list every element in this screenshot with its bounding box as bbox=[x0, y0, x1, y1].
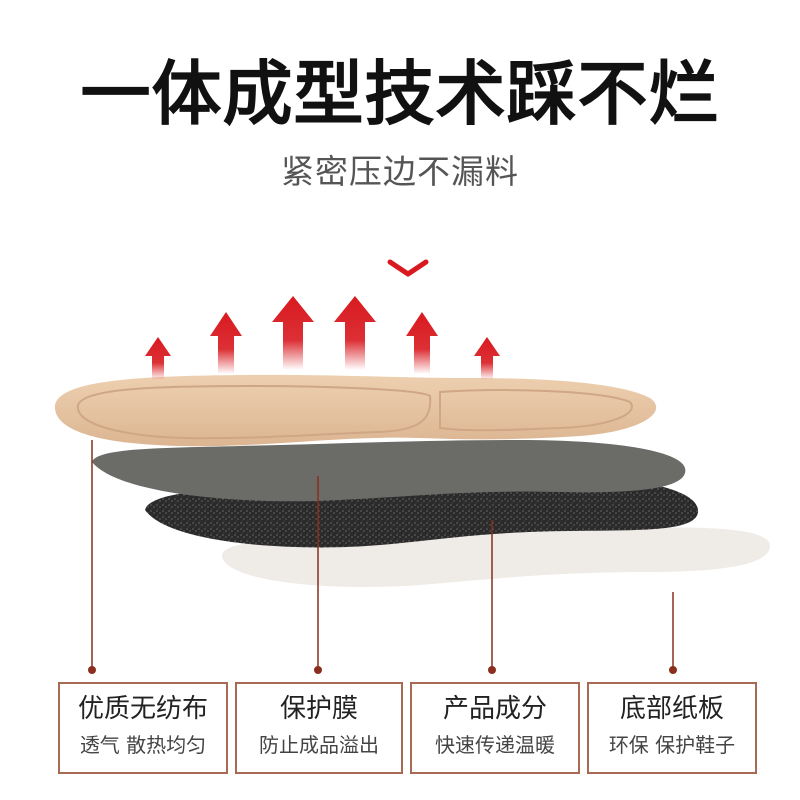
layer-nonwoven-top bbox=[54, 374, 657, 447]
leader-dot bbox=[488, 666, 496, 674]
layer-title: 优质无纺布 bbox=[77, 694, 208, 724]
leader-dot bbox=[88, 666, 96, 674]
heat-arrow-icon bbox=[272, 296, 314, 370]
layer-description: 快速传递温暖 bbox=[435, 733, 555, 757]
layer-description: 透气 散热均匀 bbox=[79, 733, 207, 757]
layer-title: 底部纸板 bbox=[619, 694, 724, 724]
leader-lines bbox=[91, 440, 674, 668]
layer-description: 环保 保护鞋子 bbox=[608, 733, 736, 757]
insole-inner-outline bbox=[76, 384, 432, 440]
page-subtitle: 紧密压边不漏料 bbox=[281, 152, 519, 191]
layer-label-box-2: 保护膜 防止成品溢出 bbox=[235, 682, 403, 774]
leader-dot bbox=[669, 666, 677, 674]
insole-heel-outline bbox=[439, 389, 633, 432]
heat-arrow-icon bbox=[406, 312, 438, 374]
leader-dot bbox=[314, 666, 322, 674]
layer-label-box-3: 产品成分 快速传递温暖 bbox=[410, 682, 580, 774]
heat-arrow-icon bbox=[334, 296, 376, 370]
layer-protective-film bbox=[92, 440, 686, 502]
page-title: 一体成型技术踩不烂 bbox=[80, 53, 720, 135]
heat-arrows bbox=[145, 296, 500, 380]
layer-label-box-4: 底部纸板 环保 保护鞋子 bbox=[587, 682, 757, 774]
layer-label-box-1: 优质无纺布 透气 散热均匀 bbox=[58, 682, 228, 774]
heat-arrow-icon bbox=[145, 337, 171, 380]
layer-title: 保护膜 bbox=[279, 694, 358, 724]
layer-title: 产品成分 bbox=[442, 694, 547, 724]
chevron-down-icon bbox=[387, 259, 429, 277]
heat-arrow-icon bbox=[474, 337, 500, 380]
leader-dots bbox=[88, 666, 677, 674]
heat-arrow-icon bbox=[210, 312, 242, 374]
layer-description: 防止成品溢出 bbox=[259, 733, 379, 757]
